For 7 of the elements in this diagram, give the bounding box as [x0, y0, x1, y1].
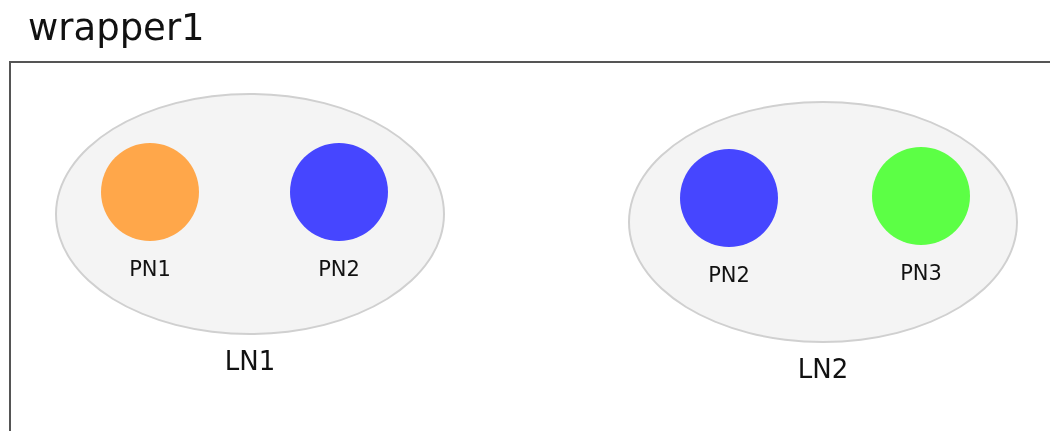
node-label: PN3 [900, 260, 942, 286]
node-label: PN2 [318, 256, 360, 282]
node-label: PN2 [708, 262, 750, 288]
node-label: PN1 [129, 256, 171, 282]
frame-title: wrapper1 [28, 5, 205, 51]
group-label: LN2 [797, 353, 849, 385]
group-label: LN1 [224, 345, 276, 377]
